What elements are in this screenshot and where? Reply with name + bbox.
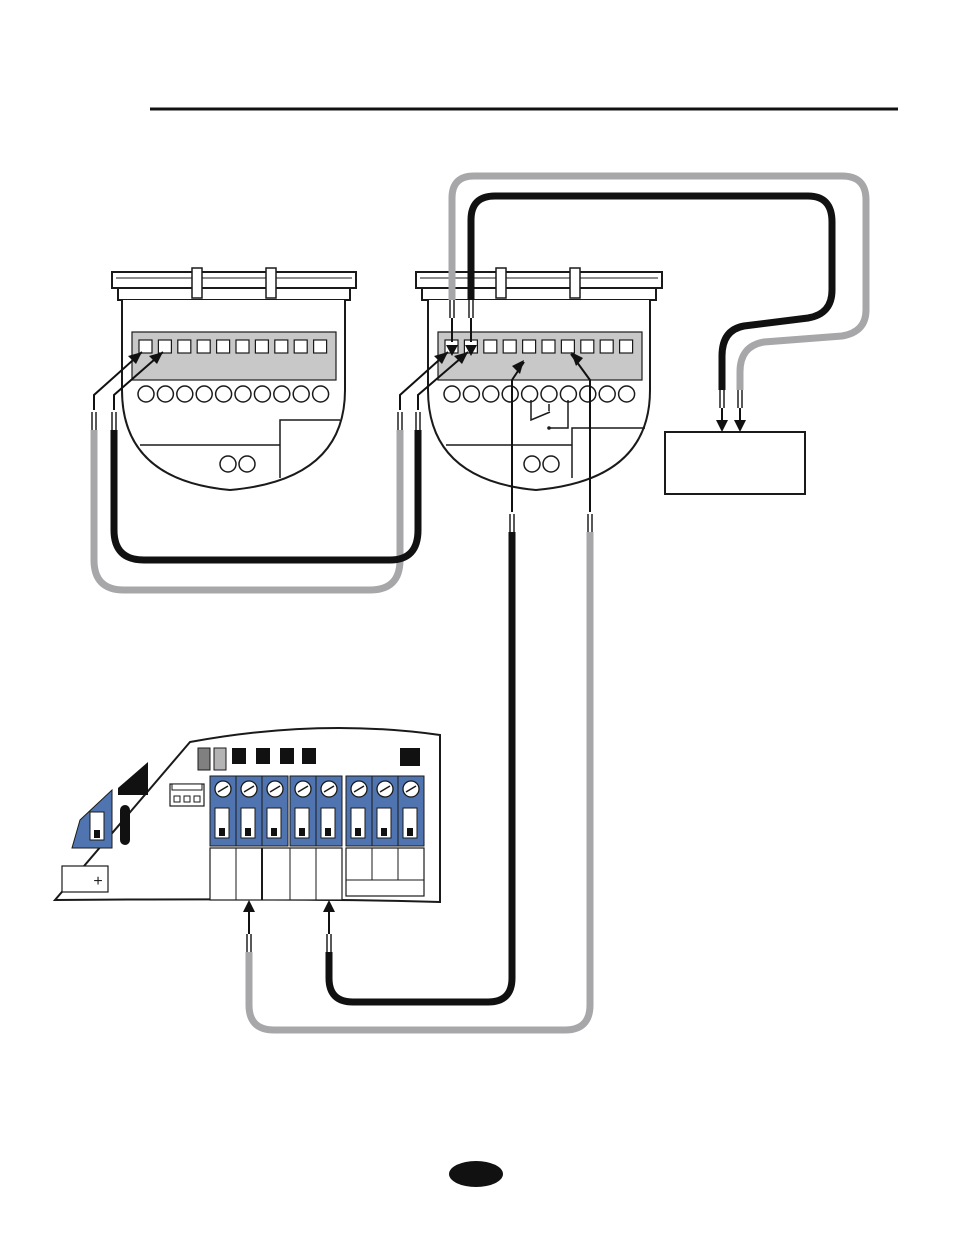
round-terminal — [313, 386, 329, 402]
round-terminal — [177, 386, 193, 402]
screw-terminal — [178, 340, 191, 353]
status-block — [214, 748, 226, 770]
screw-terminal — [294, 340, 307, 353]
screw-terminal — [158, 340, 171, 353]
round-terminal — [580, 386, 596, 402]
screw-terminal — [139, 340, 152, 353]
terminal-clamp-jaw — [325, 828, 331, 836]
status-block — [400, 748, 420, 766]
round-terminal — [483, 386, 499, 402]
screw-terminal — [620, 340, 633, 353]
control-board: + — [55, 728, 440, 902]
screw-terminal — [581, 340, 594, 353]
screw-terminal — [561, 340, 574, 353]
round-terminal — [522, 386, 538, 402]
round-terminal — [235, 386, 251, 402]
round-terminal — [502, 386, 518, 402]
screw-terminal — [314, 340, 327, 353]
screw-terminal — [523, 340, 536, 353]
screw-terminal — [542, 340, 555, 353]
screw-terminal — [275, 340, 288, 353]
round-terminal — [157, 386, 173, 402]
status-block — [302, 748, 316, 764]
round-terminal — [599, 386, 615, 402]
round-terminal — [293, 386, 309, 402]
round-terminal — [196, 386, 212, 402]
screw-terminal — [600, 340, 613, 353]
screw-terminal — [197, 340, 210, 353]
terminal-clamp-jaw — [245, 828, 251, 836]
round-terminal — [444, 386, 460, 402]
dip-switch — [170, 784, 204, 806]
screw-terminal — [217, 340, 230, 353]
terminal-clamp-jaw — [219, 828, 225, 836]
round-terminal — [541, 386, 557, 402]
round-terminal — [274, 386, 290, 402]
external-device-box — [665, 432, 805, 494]
terminal-clamp-jaw — [355, 828, 361, 836]
round-terminal — [619, 386, 635, 402]
round-terminal — [216, 386, 232, 402]
left-sensor-unit — [112, 268, 356, 490]
screw-terminal — [484, 340, 497, 353]
round-terminal — [254, 386, 270, 402]
round-terminal — [560, 386, 576, 402]
screw-terminal — [503, 340, 516, 353]
terminal-clamp-jaw — [407, 828, 413, 836]
status-block — [198, 748, 210, 770]
status-block — [280, 748, 294, 764]
status-block — [256, 748, 270, 764]
terminal-clamp-jaw — [381, 828, 387, 836]
round-terminal — [138, 386, 154, 402]
screw-terminal — [236, 340, 249, 353]
round-terminal — [463, 386, 479, 402]
status-block — [232, 748, 246, 764]
terminal-clamp-jaw — [299, 828, 305, 836]
plus-symbol: + — [93, 873, 102, 890]
screw-terminal — [255, 340, 268, 353]
page-number-badge — [449, 1161, 503, 1187]
board-terminal-blocks — [210, 776, 424, 846]
terminal-clamp-jaw — [271, 828, 277, 836]
